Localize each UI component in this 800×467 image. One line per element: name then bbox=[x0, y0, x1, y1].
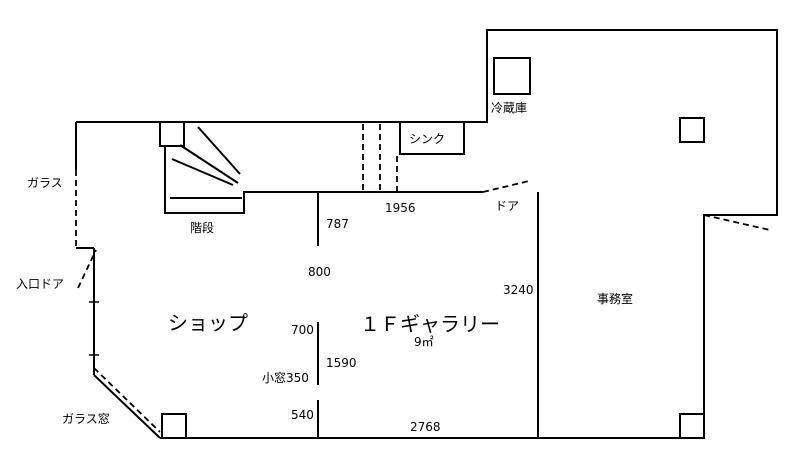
column-nw bbox=[159, 121, 185, 147]
door-label: ドア bbox=[495, 199, 519, 213]
column-ne bbox=[679, 117, 705, 143]
east-door-swing bbox=[703, 214, 771, 231]
small-window-label: 小窓350 bbox=[262, 370, 309, 385]
sink-box bbox=[399, 121, 465, 155]
outer-wall bbox=[76, 29, 778, 439]
stairs-outline bbox=[164, 146, 483, 214]
office-label: 事務室 bbox=[597, 291, 633, 306]
glass-label: ガラス bbox=[27, 176, 63, 190]
stair-line-2 bbox=[179, 144, 239, 184]
glass-window-wall bbox=[93, 374, 161, 439]
gallery-label: １Ｆギャラリー bbox=[360, 312, 500, 336]
column-se bbox=[679, 413, 705, 439]
dim-540: 540 bbox=[291, 408, 314, 422]
shop-label: ショップ bbox=[168, 311, 248, 335]
entrance-door-swing bbox=[77, 249, 97, 289]
dim-2768: 2768 bbox=[410, 420, 441, 434]
dim-1590: 1590 bbox=[326, 356, 357, 370]
dim-3240: 3240 bbox=[503, 283, 534, 297]
stair-line-1 bbox=[197, 126, 241, 175]
glass-window-label: ガラス窓 bbox=[62, 411, 110, 426]
refrigerator-box bbox=[493, 57, 531, 95]
stairs-label: 階段 bbox=[190, 220, 214, 235]
dim-787: 787 bbox=[326, 217, 349, 231]
refrigerator-label: 冷蔵庫 bbox=[491, 101, 527, 115]
office-door-swing bbox=[482, 180, 530, 193]
gallery-area-label: 9㎡ bbox=[414, 335, 434, 349]
stair-line-3 bbox=[171, 158, 234, 186]
entrance-door-label: 入口ドア bbox=[16, 277, 64, 291]
column-sw bbox=[161, 413, 187, 439]
sink-label: シンク bbox=[409, 132, 445, 146]
dim-700: 700 bbox=[291, 323, 314, 337]
dim-800: 800 bbox=[308, 265, 331, 279]
glass-window-dashed bbox=[93, 367, 161, 433]
dim-1956: 1956 bbox=[385, 201, 416, 215]
